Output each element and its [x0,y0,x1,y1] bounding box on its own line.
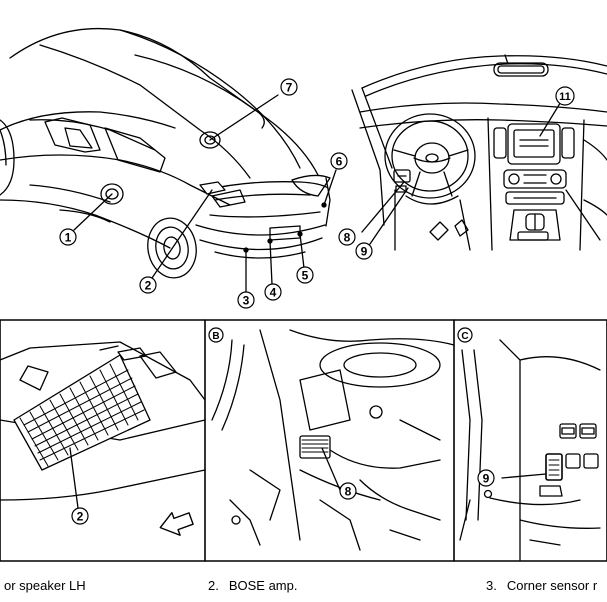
callout-11: 11 [555,86,575,106]
svg-text:11: 11 [559,91,571,103]
caption-text: Corner sensor r [506,578,598,593]
svg-text:4: 4 [270,286,277,300]
panel-c-callout-9: 9 [477,469,495,487]
svg-text:2: 2 [77,510,84,524]
svg-text:8: 8 [345,485,352,499]
callout-numbers: 1 2 3 4 5 6 7 8 [59,78,575,525]
panel-c-detail [459,339,601,561]
vehicle-exterior-drawing [0,27,337,293]
svg-text:9: 9 [483,472,490,486]
caption-text: BOSE amp. [228,578,298,593]
caption-number: 3. [486,578,497,593]
caption-item-1: or speaker LH [0,578,86,593]
callout-2: 2 [139,276,157,294]
panel-b-letter: B [208,327,224,343]
caption-number: 2. [208,578,219,593]
panel-a-bose-amp-detail [0,341,206,536]
svg-text:6: 6 [336,155,343,169]
svg-text:C: C [461,331,468,342]
panel-b-detail [211,329,455,551]
svg-text:5: 5 [302,269,309,283]
detail-panels-frame [0,319,607,562]
callout-8: 8 [338,228,356,246]
callout-1: 1 [59,228,77,246]
panel-c-letter: C [457,327,473,343]
front-direction-arrow [159,512,194,536]
caption-item-3: 3. Corner sensor r [486,578,597,593]
svg-text:2: 2 [145,279,152,293]
callout-7: 7 [280,78,298,96]
svg-text:8: 8 [344,231,351,245]
caption-text: or speaker LH [4,578,86,593]
callout-5: 5 [296,266,314,284]
callout-9: 9 [355,242,373,260]
callout-3: 3 [237,291,255,309]
panel-b-callout-8: 8 [339,482,357,500]
panel-a-callout-2: 2 [71,507,89,525]
svg-text:3: 3 [243,294,250,308]
svg-text:B: B [212,331,219,342]
callout-4: 4 [264,283,282,301]
svg-text:1: 1 [65,231,72,245]
svg-text:9: 9 [361,245,368,259]
svg-text:7: 7 [286,81,293,95]
caption-item-2: 2. BOSE amp. [208,578,297,593]
callout-6: 6 [330,152,348,170]
instrument-panel-drawing [351,54,607,251]
